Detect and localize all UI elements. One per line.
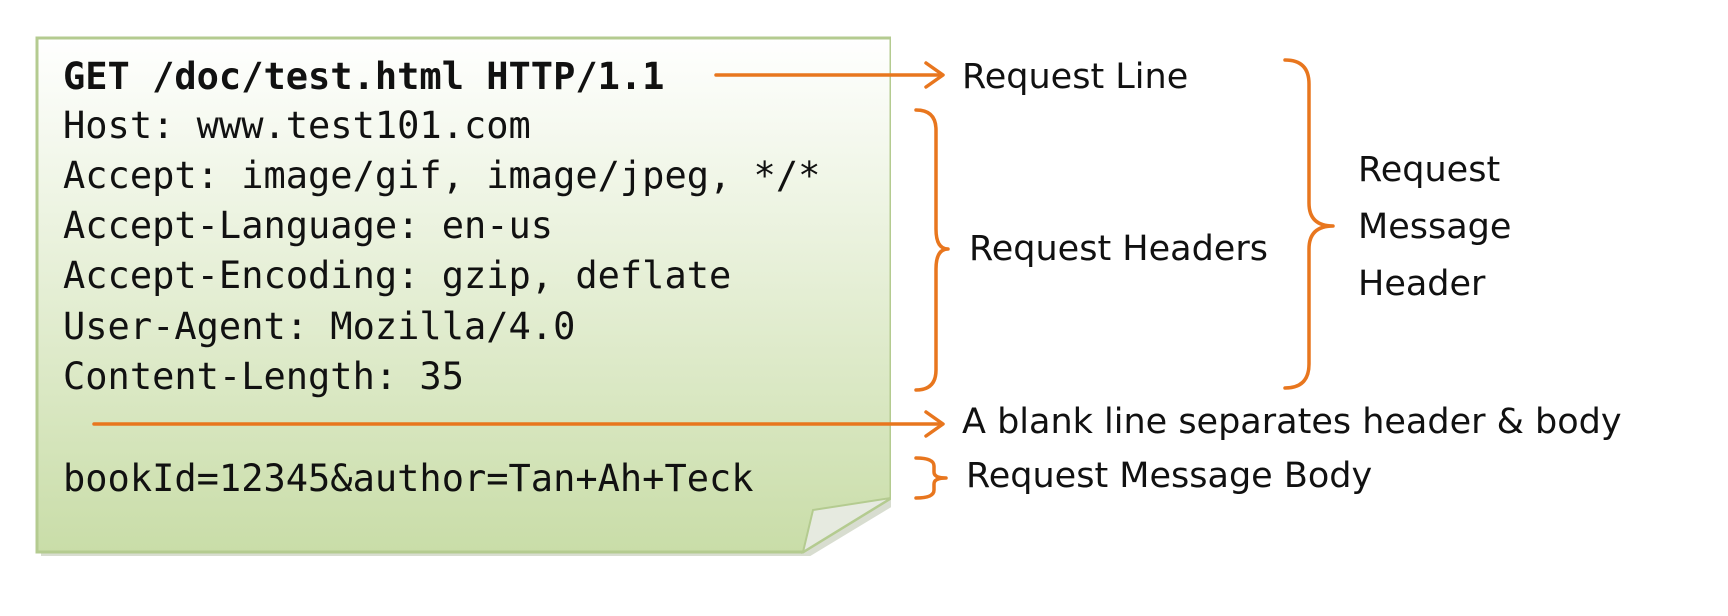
header-line-accept: Accept: image/gif, image/jpeg, */*: [63, 154, 821, 197]
label-blank-line: A blank line separates header & body: [962, 402, 1622, 442]
blank-line-arrow: [92, 410, 945, 438]
request-headers-brace: [914, 108, 950, 392]
body-line: bookId=12345&author=Tan+Ah+Teck: [63, 457, 754, 500]
message-header-brace: [1283, 58, 1335, 390]
label-request-headers: Request Headers: [969, 229, 1268, 269]
label-message-header-3: Header: [1358, 264, 1486, 304]
label-message-header-1: Request: [1358, 150, 1501, 190]
request-line-arrow: [714, 61, 945, 89]
message-body-brace: [914, 456, 948, 500]
header-line-accept-encoding: Accept-Encoding: gzip, deflate: [63, 254, 732, 297]
request-line-text: GET /doc/test.html HTTP/1.1: [63, 55, 665, 98]
label-message-body: Request Message Body: [966, 456, 1373, 496]
header-line-host: Host: www.test101.com: [63, 104, 531, 147]
folded-corner: [801, 497, 891, 555]
label-message-header-2: Message: [1358, 207, 1512, 247]
label-request-line: Request Line: [962, 57, 1189, 97]
header-line-content-length: Content-Length: 35: [63, 355, 464, 398]
header-line-accept-language: Accept-Language: en-us: [63, 204, 554, 247]
header-line-user-agent: User-Agent: Mozilla/4.0: [63, 305, 576, 348]
